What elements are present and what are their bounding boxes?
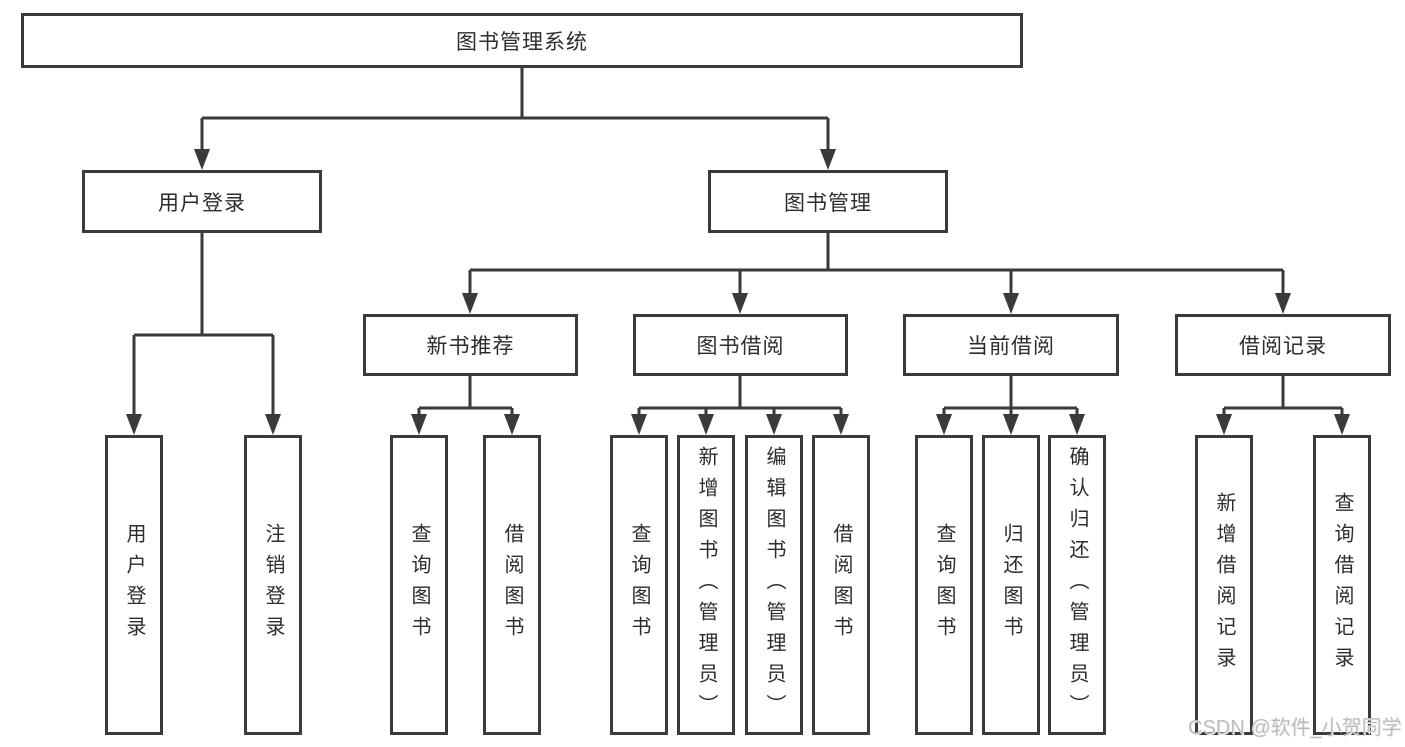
node-book-borrowing: 图书借阅: [633, 314, 848, 376]
connector-line: [468, 233, 1285, 302]
arrow-down-icon: [1275, 293, 1291, 314]
leaf-user-login: 用户登录: [105, 435, 163, 735]
csdn-watermark: CSDN @软件_小贺同学: [1188, 717, 1402, 739]
arrow-down-icon: [1003, 414, 1019, 435]
connector-line: [417, 376, 514, 423]
arrow-down-icon: [1069, 414, 1085, 435]
leaf-query-book-recommend: 查询图书: [390, 435, 448, 735]
arrow-down-icon: [194, 149, 210, 170]
arrow-down-icon: [462, 293, 478, 314]
arrow-down-icon: [504, 414, 520, 435]
leaf-query-book-borrowing: 查询图书: [610, 435, 668, 735]
arrow-down-icon: [732, 293, 748, 314]
arrow-down-icon: [126, 414, 142, 435]
leaf-return-book: 归还图书: [982, 435, 1040, 735]
connector-line: [132, 233, 275, 423]
node-current-borrowing: 当前借阅: [903, 314, 1119, 376]
leaf-add-book-admin: 新增图书（管理员）: [677, 435, 735, 735]
arrow-down-icon: [936, 414, 952, 435]
arrow-down-icon: [1216, 414, 1232, 435]
connector-line: [637, 376, 843, 423]
connector-line: [200, 68, 830, 158]
node-book-management: 图书管理: [708, 170, 948, 233]
leaf-borrow-book: 借阅图书: [812, 435, 870, 735]
arrow-down-icon: [820, 149, 836, 170]
arrow-down-icon: [698, 414, 714, 435]
leaf-add-borrow-record: 新增借阅记录: [1195, 435, 1253, 735]
node-borrow-records: 借阅记录: [1175, 314, 1391, 376]
arrow-down-icon: [1334, 414, 1350, 435]
node-library-management-system: 图书管理系统: [21, 13, 1023, 68]
arrow-down-icon: [411, 414, 427, 435]
node-user-login: 用户登录: [82, 170, 322, 233]
leaf-query-book-current: 查询图书: [915, 435, 973, 735]
connector-line: [1222, 376, 1344, 423]
arrow-down-icon: [1003, 293, 1019, 314]
arrow-down-icon: [631, 414, 647, 435]
node-new-book-recommend: 新书推荐: [363, 314, 578, 376]
arrow-down-icon: [766, 414, 782, 435]
leaf-edit-book-admin: 编辑图书（管理员）: [745, 435, 803, 735]
leaf-borrow-book-recommend: 借阅图书: [483, 435, 541, 735]
leaf-logout: 注销登录: [244, 435, 302, 735]
arrow-down-icon: [265, 414, 281, 435]
arrow-down-icon: [833, 414, 849, 435]
leaf-confirm-return-admin: 确认归还（管理员）: [1048, 435, 1106, 735]
leaf-query-borrow-record: 查询借阅记录: [1313, 435, 1371, 735]
